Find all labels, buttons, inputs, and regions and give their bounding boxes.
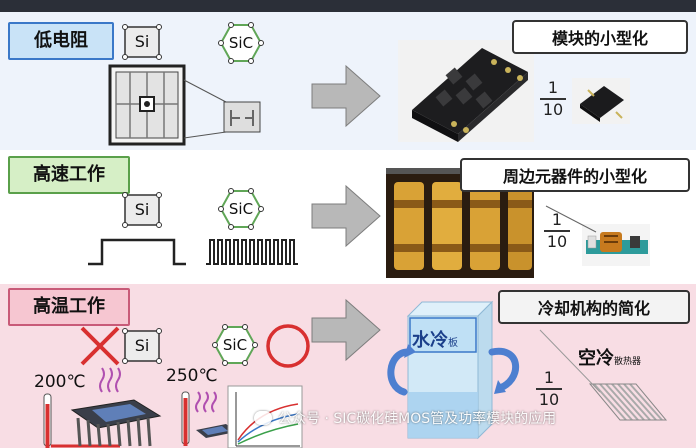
fraction-row3-numerator: 1 [543,368,555,387]
fraction-row1-bar [540,98,566,100]
label-high-speed-text: 高速工作 [33,164,105,185]
si-rejected-x-icon [80,326,120,366]
air-cooling-text: 空冷 [578,348,614,369]
result-peripheral-miniaturization-text: 周边元器件的小型化 [502,167,647,186]
si-chip-symbol-icon [122,24,162,60]
top-strip [0,0,696,12]
wechat-logo-icon [254,411,272,425]
si-pulse-waveform [88,238,186,266]
si-text-row2: Si [134,200,150,219]
fraction-row3-denominator: 10 [538,389,560,409]
small-pcb-photo [545,205,650,266]
sic-text-row2: SiC [228,200,254,218]
sic-pulse-waveform [206,239,298,265]
sic-hex-symbol-icon [218,22,264,64]
arrow-row1 [311,64,381,128]
large-heatsink-icon [70,367,162,447]
fraction-row1: 1 10 [540,80,566,118]
fraction-row3-bar [536,388,562,390]
air-cooling-heatsink-icon [539,329,668,421]
si-text-row1: Si [134,32,150,51]
water-cooling-plate-icon [387,300,519,440]
sic-text-row3: SiC [222,336,248,354]
fraction-row3: 1 10 [536,370,562,408]
fraction-row2-bar [544,230,570,232]
water-cooling-text: 水冷 [412,330,448,351]
small-module-photo [572,78,630,124]
si-chip-row1: Si [122,24,162,60]
label-high-temp: 高温工作 [8,288,130,326]
label-low-resistance-text: 低电阻 [34,30,88,51]
si-text-row3: Si [134,336,150,355]
fraction-row1-numerator: 1 [547,78,559,97]
si-chip-row3: Si [122,328,162,364]
result-cooling-simplification-text: 冷却机构的简化 [537,299,650,318]
arrow-row2 [311,184,381,248]
air-cooling-subtext: 散热器 [614,357,642,367]
result-cooling-simplification: 冷却机构的简化 [498,290,690,324]
temp-250-label: 250℃ [166,366,218,386]
label-high-speed: 高速工作 [8,156,130,194]
air-cooling-label: 空冷散热器 [578,344,641,370]
fraction-row2-denominator: 10 [546,231,568,251]
sic-die-small-icon [223,101,261,133]
label-low-resistance: 低电阻 [8,22,114,60]
result-peripheral-miniaturization: 周边元器件的小型化 [460,158,690,192]
result-module-miniaturization: 模块的小型化 [512,20,688,54]
si-chip-row2: Si [122,192,162,228]
water-cooling-label: 水冷板 [412,326,458,352]
temp-200-label: 200℃ [34,372,86,392]
fraction-row2-numerator: 1 [551,210,563,229]
watermark-text: 公众号 · SIC碳化硅MOS管及功率模块的应用 [278,411,557,427]
si-chip-symbol-icon [122,328,162,364]
si-chip-symbol-icon [122,192,162,228]
small-module-icon [195,391,236,438]
label-high-temp-text: 高温工作 [33,296,105,317]
arrow-row3 [311,298,381,362]
sic-hex-row1: SiC [218,22,264,64]
sic-approved-circle-icon [266,324,310,368]
thermometer-250-icon [181,391,190,446]
result-module-miniaturization-text: 模块的小型化 [551,29,648,48]
sic-hex-symbol-icon [218,188,264,230]
water-cooling-subtext: 板 [448,338,458,349]
fraction-row2: 1 10 [544,212,570,250]
si-die-plan-icon [108,64,227,146]
fraction-row1-denominator: 10 [542,99,564,119]
sic-text-row1: SiC [228,34,254,52]
sic-hex-row2: SiC [218,188,264,230]
watermark: 公众号 · SIC碳化硅MOS管及功率模块的应用 [254,408,556,428]
sic-hex-symbol-icon [212,324,258,366]
large-module-photo [398,40,534,142]
sic-hex-row3: SiC [212,324,258,366]
